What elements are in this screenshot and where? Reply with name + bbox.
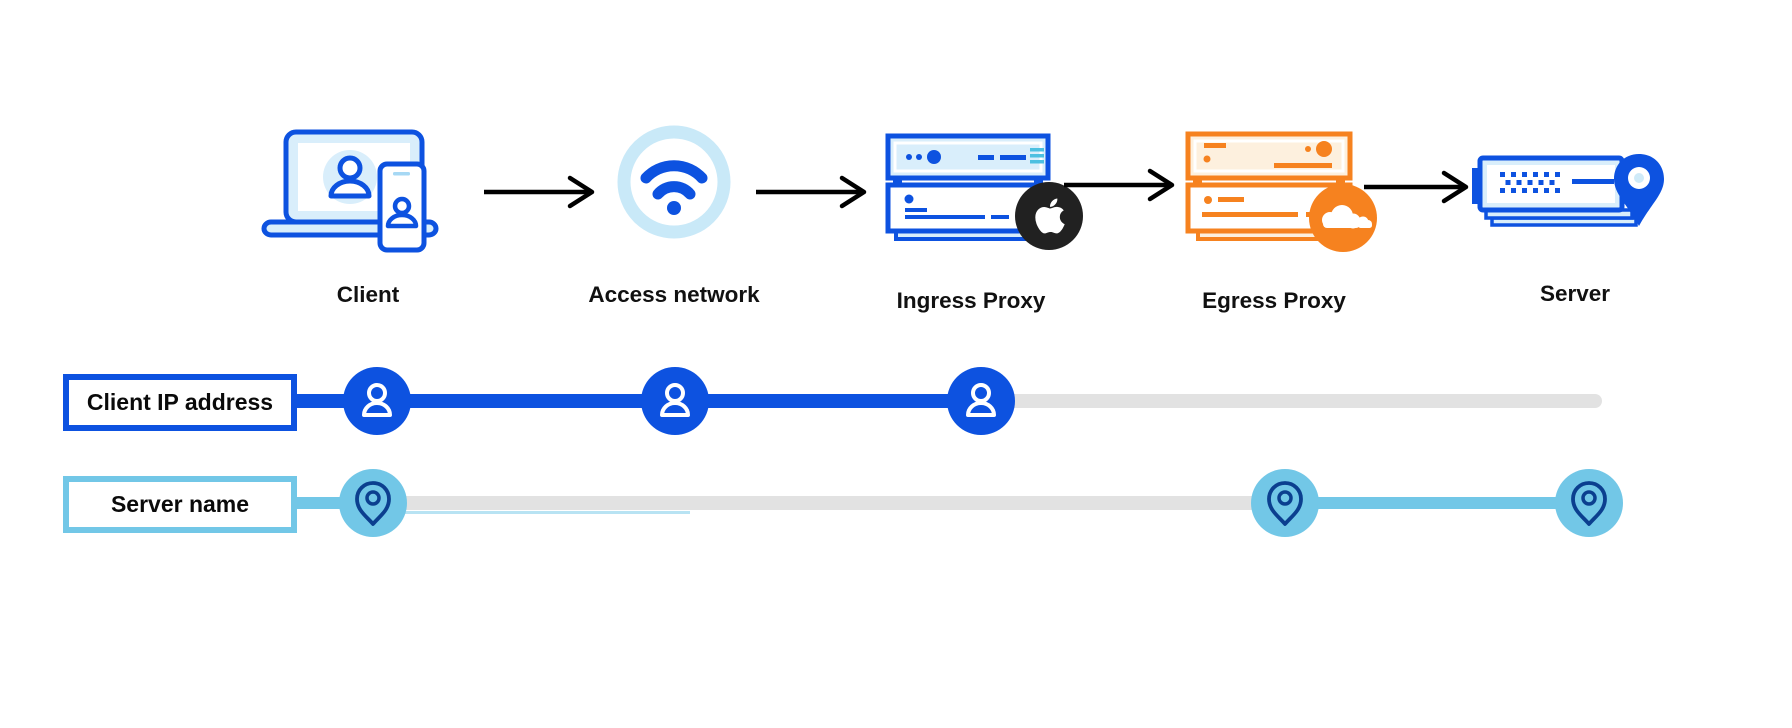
- egress-proxy-label: Egress Proxy: [1202, 288, 1346, 313]
- user-icon: [966, 383, 996, 417]
- server-name-faint-line: [400, 511, 690, 514]
- arrow-ingress-to-egress: [1064, 168, 1175, 202]
- location-pin-icon: [1267, 481, 1303, 526]
- egress-proxy-server-icon: [1185, 131, 1377, 252]
- user-icon: [362, 383, 392, 417]
- server-location-pin-icon: [1472, 154, 1664, 227]
- arrow-access-to-ingress: [756, 175, 867, 209]
- client-ip-marker-ingress: [947, 367, 1015, 435]
- client-label: Client: [336, 282, 400, 307]
- location-pin-badge: [1614, 154, 1664, 226]
- server-name-marker-client: [339, 469, 407, 537]
- client-ip-address-label: Client IP address: [86, 389, 274, 415]
- server-name-label: Server name: [110, 491, 250, 517]
- client-ip-marker-client: [343, 367, 411, 435]
- ingress-proxy-label: Ingress Proxy: [896, 288, 1046, 313]
- location-pin-icon: [1571, 481, 1607, 526]
- server-name-marker-server: [1555, 469, 1623, 537]
- ingress-proxy-server-icon: [885, 133, 1083, 250]
- server-label: Server: [1539, 281, 1611, 306]
- server-name-box: Server name: [63, 476, 297, 533]
- client-ip-address-box: Client IP address: [63, 374, 297, 431]
- server-name-marker-egress: [1251, 469, 1319, 537]
- client-ip-hidden-segment: [982, 394, 1602, 408]
- server-name-hidden-segment: [373, 496, 1285, 510]
- laptop-phone-user-icon: [261, 129, 439, 253]
- client-ip-marker-access: [641, 367, 709, 435]
- location-pin-icon: [355, 481, 391, 526]
- arrow-client-to-access: [484, 175, 595, 209]
- access-network-label: Access network: [588, 282, 760, 307]
- client-ip-visible-segment: [296, 394, 982, 408]
- apple-logo-badge: [1015, 182, 1083, 250]
- arrow-egress-to-server: [1364, 170, 1469, 204]
- wifi-icon: [617, 125, 731, 239]
- cloudflare-logo-badge: [1309, 184, 1377, 252]
- user-icon: [660, 383, 690, 417]
- server-name-visible-segment: [1285, 497, 1589, 509]
